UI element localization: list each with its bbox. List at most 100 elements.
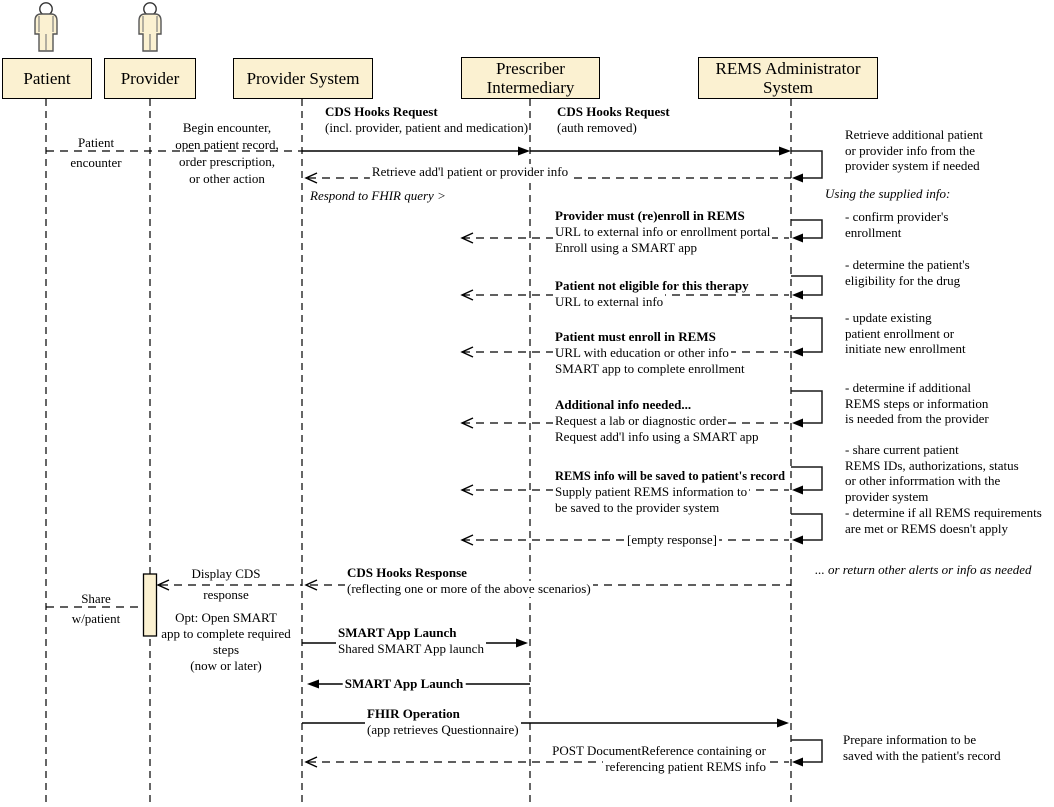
person-body bbox=[34, 13, 58, 52]
message-title: Patient not eligible for this therapy bbox=[553, 278, 751, 294]
annotation-line: - determine the patient's bbox=[845, 257, 970, 272]
actor-box-patient: Patient bbox=[2, 58, 92, 99]
message-title: Additional info needed... bbox=[553, 397, 694, 413]
label-line: Retrieve add'l patient or provider info bbox=[369, 164, 571, 180]
actor-box-label-line: Prescriber bbox=[496, 59, 565, 78]
cds-hooks-request-1-arrow bbox=[302, 146, 530, 156]
message-subtitle: (auth removed) bbox=[557, 120, 637, 135]
actor-box-provider-system: Provider System bbox=[233, 58, 373, 99]
message-subtitle: Shared SMART App launch bbox=[336, 641, 486, 657]
label-line: SMART app to complete enrollment bbox=[553, 361, 747, 377]
label-line: Request add'l info using a SMART app bbox=[553, 429, 761, 445]
smart-app-launch-label: SMART App Launch Shared SMART App launch bbox=[336, 625, 486, 657]
annotation-requirements-met: - determine if all REMS requirements are… bbox=[845, 505, 1042, 536]
cds-hooks-request-2-arrow bbox=[530, 146, 791, 156]
label-line: URL to external info or enrollment porta… bbox=[553, 224, 773, 240]
annotation-line: REMS IDs, authorizations, status bbox=[845, 457, 1019, 473]
actor-box-label-line: REMS Administrator bbox=[715, 59, 861, 78]
label-line: [empty response] bbox=[625, 532, 719, 548]
patient-encounter-label-1: Patient bbox=[77, 135, 115, 150]
annotation-line: Prepare information to be bbox=[843, 732, 977, 747]
actor-box-label-line: System bbox=[762, 78, 814, 97]
opt-smart-label: Opt: Open SMART app to complete required… bbox=[161, 610, 291, 674]
cds-hooks-request-1-label: CDS Hooks Request (incl. provider, patie… bbox=[325, 104, 528, 136]
annotation-line: - confirm provider's bbox=[845, 209, 949, 224]
cds-hooks-request-2-label: CDS Hooks Request (auth removed) bbox=[557, 104, 670, 136]
display-cds-response-arrow bbox=[156, 579, 302, 591]
smart-app-launch-return-label: SMART App Launch bbox=[342, 676, 466, 692]
scenario1-label: Provider must (re)enroll in REMS URL to … bbox=[553, 208, 773, 256]
message-title: SMART App Launch bbox=[342, 676, 466, 692]
annotation-update-enrollment: - update existing patient enrollment or … bbox=[845, 310, 966, 357]
annotation-line: - determine if additional bbox=[845, 380, 971, 395]
display-cds-label-2: response bbox=[203, 587, 249, 602]
annotation-line: enrollment bbox=[845, 224, 902, 240]
actor-box-label-line: Intermediary bbox=[486, 78, 575, 97]
label-line: open patient record, bbox=[175, 137, 279, 152]
annotation-line: patient enrollment or bbox=[845, 325, 955, 341]
patient-encounter-label-2: encounter bbox=[70, 155, 122, 170]
label-line: steps bbox=[213, 642, 239, 657]
message-title: FHIR Operation bbox=[365, 706, 462, 722]
annotation-share-ids: - share current patient REMS IDs, author… bbox=[845, 442, 1019, 504]
message-title: Patient must enroll in REMS bbox=[553, 329, 718, 345]
label-line: Enroll using a SMART app bbox=[553, 240, 699, 256]
annotation-additional-steps: - determine if additional REMS steps or … bbox=[845, 380, 989, 427]
empty-response-label: [empty response] bbox=[625, 532, 719, 548]
provider-actor-icon bbox=[138, 2, 162, 52]
annotation-line: - determine if all REMS requirements bbox=[845, 505, 1042, 520]
annotation-prepare-info: Prepare information to be saved with the… bbox=[843, 732, 1001, 763]
label-line: Request a lab or diagnostic order bbox=[553, 413, 729, 429]
label-line: Supply patient REMS information to bbox=[553, 484, 750, 500]
label-line: referencing patient REMS info bbox=[603, 759, 768, 775]
cds-hooks-response-label: CDS Hooks Response (reflecting one or mo… bbox=[345, 565, 593, 597]
display-cds-label-1: Display CDS bbox=[191, 566, 261, 581]
share-w-patient-label-2: w/patient bbox=[71, 611, 121, 626]
label-line: URL to external info bbox=[553, 294, 666, 310]
annotation-line: provider system bbox=[845, 488, 929, 504]
person-limb-lines bbox=[38, 16, 54, 51]
annotation-line: are met or REMS doesn't apply bbox=[845, 520, 1009, 536]
annotation-other-alerts: ... or return other alerts or info as ne… bbox=[815, 562, 1032, 577]
annotation-line: provider system if needed bbox=[845, 158, 980, 173]
annotation-line: - update existing bbox=[845, 310, 932, 325]
scenario2-arrow bbox=[460, 275, 823, 301]
scenario5-label: REMS info will be saved to patient's rec… bbox=[553, 468, 788, 516]
patient-actor-icon bbox=[34, 2, 58, 52]
message-subtitle: (reflecting one or more of the above sce… bbox=[345, 581, 593, 597]
annotation-line: saved with the patient's record bbox=[843, 747, 1001, 763]
provider-activation-bar bbox=[142, 573, 158, 637]
annotation-confirm-enrollment: - confirm provider's enrollment bbox=[845, 209, 948, 240]
empty-response-arrow bbox=[460, 513, 823, 546]
message-title: REMS info will be saved to patient's rec… bbox=[553, 468, 788, 484]
message-subtitle: (incl. provider, patient and medication) bbox=[325, 120, 529, 135]
label-line: Opt: Open SMART bbox=[175, 610, 277, 625]
annotation-using-supplied-info: Using the supplied info: bbox=[825, 186, 951, 201]
annotation-line: or provider info from the bbox=[845, 142, 975, 158]
label-line: URL with education or other info bbox=[553, 345, 731, 361]
annotation-line: or other inforrmation with the bbox=[845, 473, 1001, 488]
begin-encounter-label: Begin encounter, open patient record, or… bbox=[175, 119, 279, 187]
annotation-eligibility: - determine the patient's eligibility fo… bbox=[845, 257, 970, 288]
lifelines bbox=[45, 99, 792, 803]
annotation-line: eligibility for the drug bbox=[845, 272, 961, 288]
scenario2-label: Patient not eligible for this therapy UR… bbox=[553, 278, 751, 310]
person-body bbox=[138, 13, 162, 52]
annotation-line: Retrieve additional patient bbox=[845, 127, 983, 142]
annotation-line: initiate new enrollment bbox=[845, 341, 966, 356]
annotation-line: is needed from the provider bbox=[845, 411, 989, 426]
label-line: POST DocumentReference containing or bbox=[550, 743, 768, 759]
post-docref-label: POST DocumentReference containing or ref… bbox=[550, 743, 768, 775]
message-title: CDS Hooks Response bbox=[345, 565, 469, 581]
label-line: or other action bbox=[189, 171, 265, 186]
label-line: app to complete required bbox=[161, 626, 291, 641]
scenario3-arrow bbox=[460, 317, 823, 358]
actor-box-rems-administrator: REMS Administrator System bbox=[698, 57, 878, 99]
share-w-patient-label-1: Share bbox=[81, 591, 111, 606]
person-limb-lines bbox=[142, 16, 158, 51]
message-title: CDS Hooks Request bbox=[325, 104, 438, 119]
post-docref-arrow bbox=[304, 739, 823, 768]
label-line: order prescription, bbox=[178, 154, 276, 169]
message-title: SMART App Launch bbox=[336, 625, 459, 641]
